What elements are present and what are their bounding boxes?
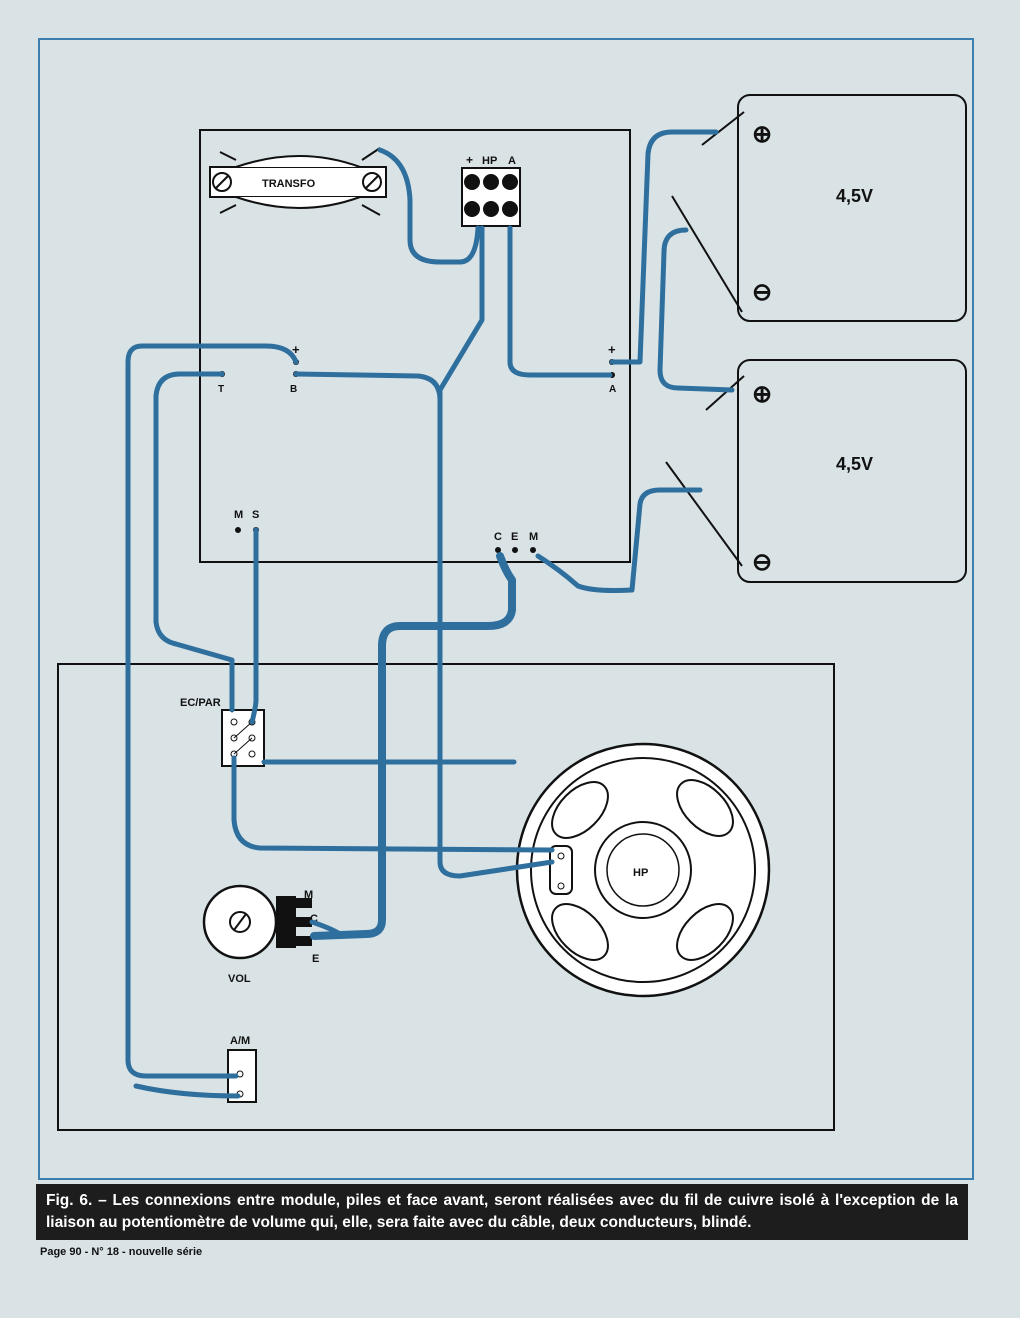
terminal-plus-label: + <box>466 153 473 167</box>
wire-plus-left-ballast <box>125 343 299 1079</box>
pot-m-label: M <box>304 889 313 901</box>
pad-e-label: E <box>511 531 518 543</box>
wire-cem-battery2 <box>535 487 703 593</box>
battery-1-minus: ⊖ <box>752 279 772 306</box>
onoff-label: A/M <box>230 1035 250 1047</box>
figure-frame <box>38 38 974 1180</box>
wire-hp-speaker <box>437 225 555 879</box>
transfo-label: TRANSFO <box>262 178 316 190</box>
wire-pot-tail <box>309 919 343 937</box>
battery-2-minus: ⊖ <box>752 549 772 576</box>
module-pads <box>219 359 615 553</box>
battery-1: ⊕ ⊖ 4,5V <box>671 94 967 322</box>
pad-plus-right-label: + <box>608 342 616 357</box>
wire-plus-battery1 <box>609 129 719 365</box>
wire-switch-return <box>231 755 555 853</box>
wires <box>125 129 735 1099</box>
pad-a-label: A <box>609 384 616 395</box>
wire-battery1-battery2 <box>657 227 735 393</box>
pad-c-label: C <box>494 531 502 543</box>
wiring-diagram: TRANSFO + HP A + T B + A M S C E M ⊕ ⊖ 4… <box>57 94 967 1131</box>
wire-b-onoff <box>293 371 443 527</box>
terminal-a-label: A <box>508 155 516 167</box>
pot-c-label: C <box>310 913 318 925</box>
switch-on-off: A/M <box>227 1035 257 1103</box>
battery-2-plus: ⊕ <box>752 381 772 408</box>
vol-label: VOL <box>228 973 251 985</box>
pad-b-label: B <box>290 384 297 395</box>
speaker-label: HP <box>633 867 648 879</box>
pad-m2-label: M <box>529 531 538 543</box>
battery-2: ⊕ ⊖ 4,5V <box>665 359 967 583</box>
wire-transfo-hp <box>377 147 481 265</box>
switch-ec-par: EC/PAR <box>180 697 265 767</box>
wire-m-switch <box>249 527 259 725</box>
pad-t-label: T <box>218 384 224 395</box>
front-panel <box>57 663 835 1131</box>
wire-a-module <box>507 225 613 378</box>
volume-potentiometer: VOL M C E <box>202 884 319 985</box>
battery-1-plus: ⊕ <box>752 121 772 148</box>
wire-cem-pot-shielded <box>310 552 516 940</box>
wire-onoff-return <box>133 1083 241 1099</box>
terminal-hp-label: HP <box>482 155 497 167</box>
figure-caption: Fig. 6. – Les connexions entre module, p… <box>36 1184 968 1240</box>
transformer: TRANSFO <box>209 147 387 216</box>
battery-1-voltage: 4,5V <box>836 186 873 206</box>
battery-2-voltage: 4,5V <box>836 454 873 474</box>
pot-e-label: E <box>312 953 319 965</box>
page-footer: Page 90 - N° 18 - nouvelle série <box>40 1246 203 1258</box>
wire-t-onoff <box>153 371 235 713</box>
pad-m-label: M <box>234 509 243 521</box>
switch-ec-par-label: EC/PAR <box>180 697 221 709</box>
speaker: HP <box>515 742 771 998</box>
pad-s-label: S <box>252 509 259 521</box>
pad-plus-left-label: + <box>292 342 300 357</box>
terminal-block: + HP A <box>461 153 521 227</box>
